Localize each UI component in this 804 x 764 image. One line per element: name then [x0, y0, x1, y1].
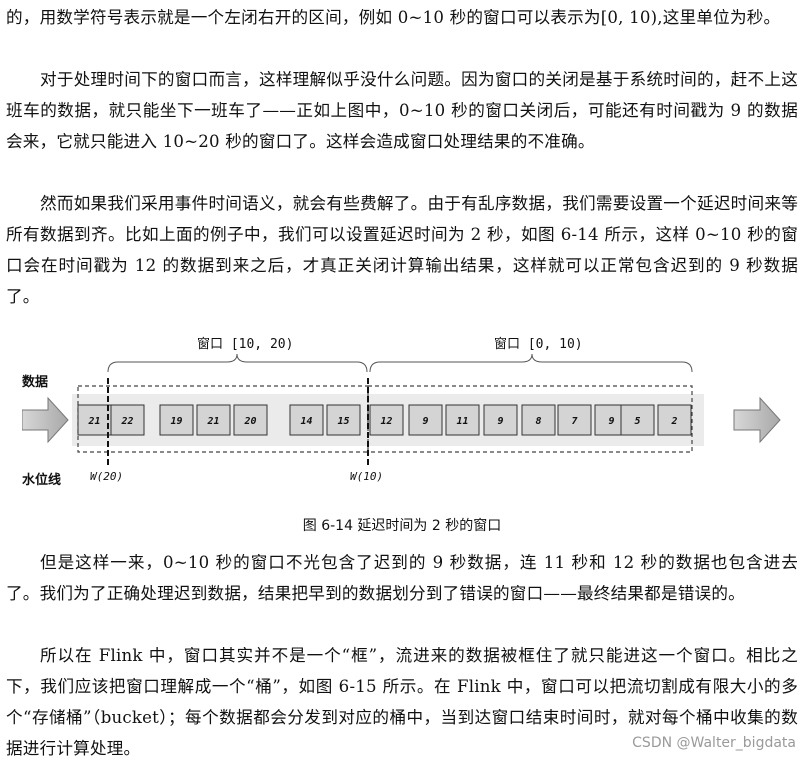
watermark-label: 水位线	[22, 472, 61, 488]
window-left-label: 窗口 [10, 20)	[197, 336, 293, 352]
data-cell	[289, 404, 324, 436]
data-cell-value: 20	[243, 416, 256, 427]
data-cell	[326, 404, 361, 436]
paragraph-processing-time: 对于处理时间下的窗口而言，这样理解似乎没什么问题。因为窗口的关闭是基于系统时间的…	[6, 70, 798, 151]
data-cell-value: 12	[380, 416, 392, 427]
data-cell-value: 8	[535, 416, 541, 427]
data-cell-value: 15	[337, 416, 349, 427]
data-cell	[657, 404, 692, 436]
data-cell-value: 7	[571, 416, 577, 427]
data-cell-value: 22	[120, 416, 133, 427]
data-cell	[445, 404, 480, 436]
data-cell-value: 21	[87, 416, 100, 427]
data-label: 数据	[22, 374, 48, 390]
data-cell-value: 9	[497, 416, 503, 427]
data-cell	[77, 404, 112, 436]
csdn-watermark: CSDN @Walter_bigdata	[632, 735, 796, 751]
data-cell	[620, 404, 655, 436]
window-right-brace	[369, 353, 693, 373]
data-cell-value: 19	[170, 416, 182, 427]
data-cell-value: 21	[206, 416, 219, 427]
data-cells: 21 22 19 21 20 14 15 12 9 11 9 8 7 9 5 2	[77, 404, 692, 436]
window-right-box	[367, 385, 693, 453]
data-cell	[408, 404, 443, 436]
data-cell-value: 11	[456, 416, 468, 427]
data-cell	[557, 404, 592, 436]
watermark-w20: W(20)	[90, 470, 123, 483]
input-arrow-icon	[21, 396, 69, 444]
window-right-label: 窗口 [0, 10)	[494, 336, 583, 352]
paragraph-intro: 的，用数学符号表示就是一个左闭右开的区间，例如 0~10 秒的窗口可以表示为[0…	[6, 8, 781, 27]
data-cell-value: 9	[608, 416, 614, 427]
data-cell	[521, 404, 556, 436]
paragraph-event-time: 然而如果我们采用事件时间语义，就会有些费解了。由于有乱序数据，我们需要设置一个延…	[6, 194, 798, 306]
watermark-w10: W(10)	[350, 470, 383, 483]
output-arrow-icon	[733, 396, 781, 444]
data-cell-value: 9	[422, 416, 428, 427]
figure-caption: 图 6-14 延迟时间为 2 秒的窗口	[302, 518, 502, 534]
data-cell-value: 2	[670, 416, 677, 427]
paragraph-bucket: 所以在 Flink 中，窗口其实并不是一个“框”，流进来的数据被框住了就只能进这…	[6, 646, 798, 758]
data-cell	[110, 404, 145, 436]
data-cell	[233, 404, 268, 436]
data-cell	[483, 404, 518, 436]
data-cell-value: 14	[300, 416, 312, 427]
data-cell	[159, 404, 194, 436]
data-cell	[196, 404, 231, 436]
paragraph-wrong-window: 但是这样一来，0~10 秒的窗口不光包含了迟到的 9 秒数据，连 11 秒和 1…	[6, 553, 798, 603]
window-left-brace	[107, 353, 368, 373]
data-cell	[369, 404, 404, 436]
data-cell-value: 5	[634, 416, 640, 427]
